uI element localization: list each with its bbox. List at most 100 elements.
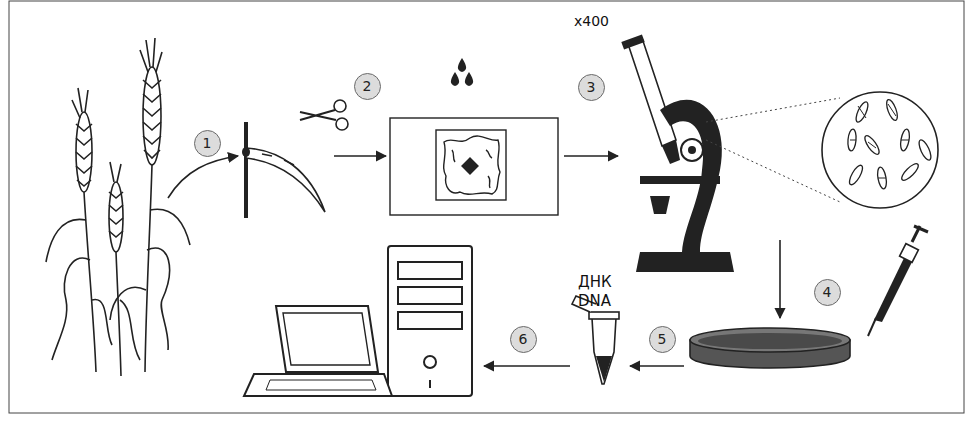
wheat-stem [84, 192, 96, 372]
drive-bay [398, 287, 462, 304]
laptop [244, 306, 392, 396]
wheat-leaf [92, 300, 112, 345]
drop [465, 72, 473, 86]
dish-rim [690, 328, 850, 352]
laptop-display [283, 313, 370, 365]
drive-bay [398, 262, 462, 279]
step-number: 6 [510, 326, 537, 353]
step-number: 2 [354, 73, 381, 100]
condenser [650, 196, 670, 214]
specimen [444, 136, 500, 194]
wheat-leaf [147, 248, 169, 350]
laptop-keyboard [266, 380, 376, 390]
sample-label: ДНК [578, 274, 612, 291]
callout-number: 6 [519, 332, 528, 346]
cover-slip [436, 130, 506, 200]
wheat-leaf [46, 219, 86, 262]
step-arrow [779, 240, 781, 318]
pipette-plunger [912, 226, 928, 242]
server [388, 246, 472, 396]
drop [458, 58, 466, 72]
callout-number: 2 [363, 79, 372, 93]
specimen-hyphae [452, 150, 492, 188]
case-detail [429, 380, 431, 388]
wheat-stem [116, 252, 121, 376]
wheat-awns [72, 88, 88, 118]
microscope [621, 34, 734, 272]
step-arrow [334, 155, 386, 157]
microscope-arm [660, 100, 722, 252]
wheat-leaf [150, 209, 190, 245]
callout-number: 3 [587, 80, 596, 94]
microscope-tube [628, 38, 676, 146]
wheat-awns [110, 162, 121, 182]
pipette-tip [868, 318, 876, 336]
tube-sample [596, 356, 612, 382]
wheat-spike [109, 182, 123, 252]
leaf-sample [242, 122, 325, 218]
callout-number: 4 [823, 285, 832, 299]
spore-view [822, 92, 938, 208]
view-circle [822, 92, 938, 208]
step-number: 4 [814, 279, 841, 306]
step-number: 3 [578, 74, 605, 101]
zoom-line [706, 140, 840, 202]
pipette [868, 226, 928, 336]
callout-number: 1 [203, 136, 212, 150]
laptop-screen [276, 306, 378, 372]
wheat-leaf [120, 300, 140, 360]
spore-septa [850, 104, 909, 178]
wheat-spike [143, 67, 161, 165]
spore [899, 161, 920, 182]
server-case [388, 246, 472, 396]
leaf-stem [244, 122, 248, 218]
microscope-stage [640, 176, 720, 184]
wheat-stem [145, 165, 152, 372]
step-arrow [484, 365, 570, 367]
spore [847, 163, 865, 186]
pipette-body [874, 258, 912, 322]
step-arrow [630, 365, 684, 367]
focus-knob [681, 139, 703, 161]
drop [451, 72, 459, 86]
sample-label: DNA [578, 293, 611, 310]
frame [9, 1, 964, 413]
magnification-label: x400 [574, 14, 609, 29]
slide-glass [390, 118, 558, 215]
tube-rim [589, 312, 619, 319]
step-arrow [168, 156, 238, 198]
step-arrow [564, 155, 618, 157]
zoom-lines [706, 98, 840, 202]
power-button [424, 356, 436, 368]
petri-dish [690, 328, 850, 368]
zoom-line [706, 98, 840, 122]
dish-surface [698, 333, 842, 349]
scissors-ring [334, 100, 346, 112]
scissors-blade [300, 110, 336, 120]
spore [917, 138, 934, 161]
scissors-ring [336, 118, 348, 130]
wheat-grains [76, 124, 92, 186]
leaf-lesion [262, 154, 294, 165]
laptop-base [244, 374, 392, 396]
wheat-plants [46, 38, 190, 376]
pipette-head [900, 244, 919, 263]
drive-bay [398, 312, 462, 329]
drops [451, 58, 473, 86]
wheat-grains [143, 80, 161, 158]
leaf-blade [246, 148, 325, 212]
wheat-spike [76, 112, 92, 192]
scissors [300, 100, 348, 130]
eyepiece [621, 34, 644, 49]
focus-knob-center [688, 146, 696, 154]
wheat-leaf [110, 287, 146, 320]
wheat-leaf [52, 258, 90, 360]
microscope-base [636, 252, 734, 272]
step-number: 5 [649, 326, 676, 353]
objective [662, 140, 680, 164]
microscope-slide [390, 118, 558, 215]
